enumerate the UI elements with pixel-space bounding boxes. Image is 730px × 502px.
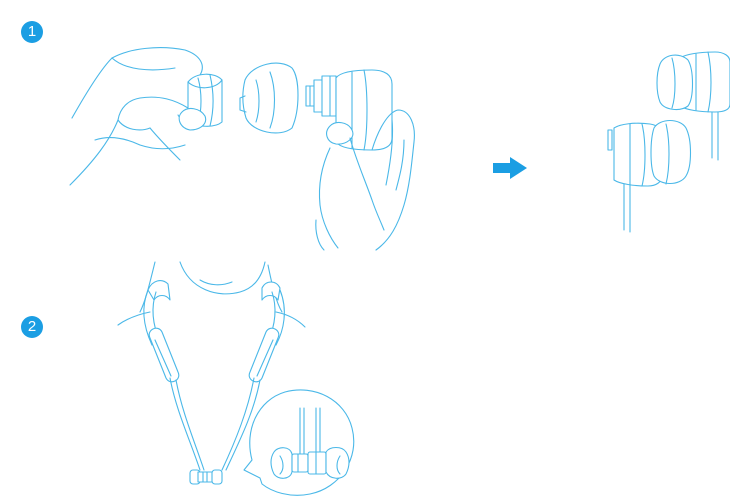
zoom-callout xyxy=(243,389,355,496)
neckband xyxy=(143,280,285,346)
step-1-badge: 1 xyxy=(21,21,43,43)
loose-ear-tip xyxy=(239,62,299,134)
thumb-left xyxy=(178,107,207,131)
neckband-left-module xyxy=(148,327,180,383)
neckband-right-module xyxy=(248,327,280,383)
earbud-nozzle xyxy=(305,75,337,117)
step-2-badge: 2 xyxy=(21,316,43,338)
neckband-cables xyxy=(169,377,261,471)
zoomed-magnetic-earbuds xyxy=(270,407,350,479)
right-arrow-icon xyxy=(493,157,527,179)
assembled-earphone-front xyxy=(607,119,692,233)
magnetic-earbuds-small xyxy=(189,469,223,485)
assembled-earphone-back xyxy=(656,51,730,161)
right-hand-illustration xyxy=(315,109,415,251)
